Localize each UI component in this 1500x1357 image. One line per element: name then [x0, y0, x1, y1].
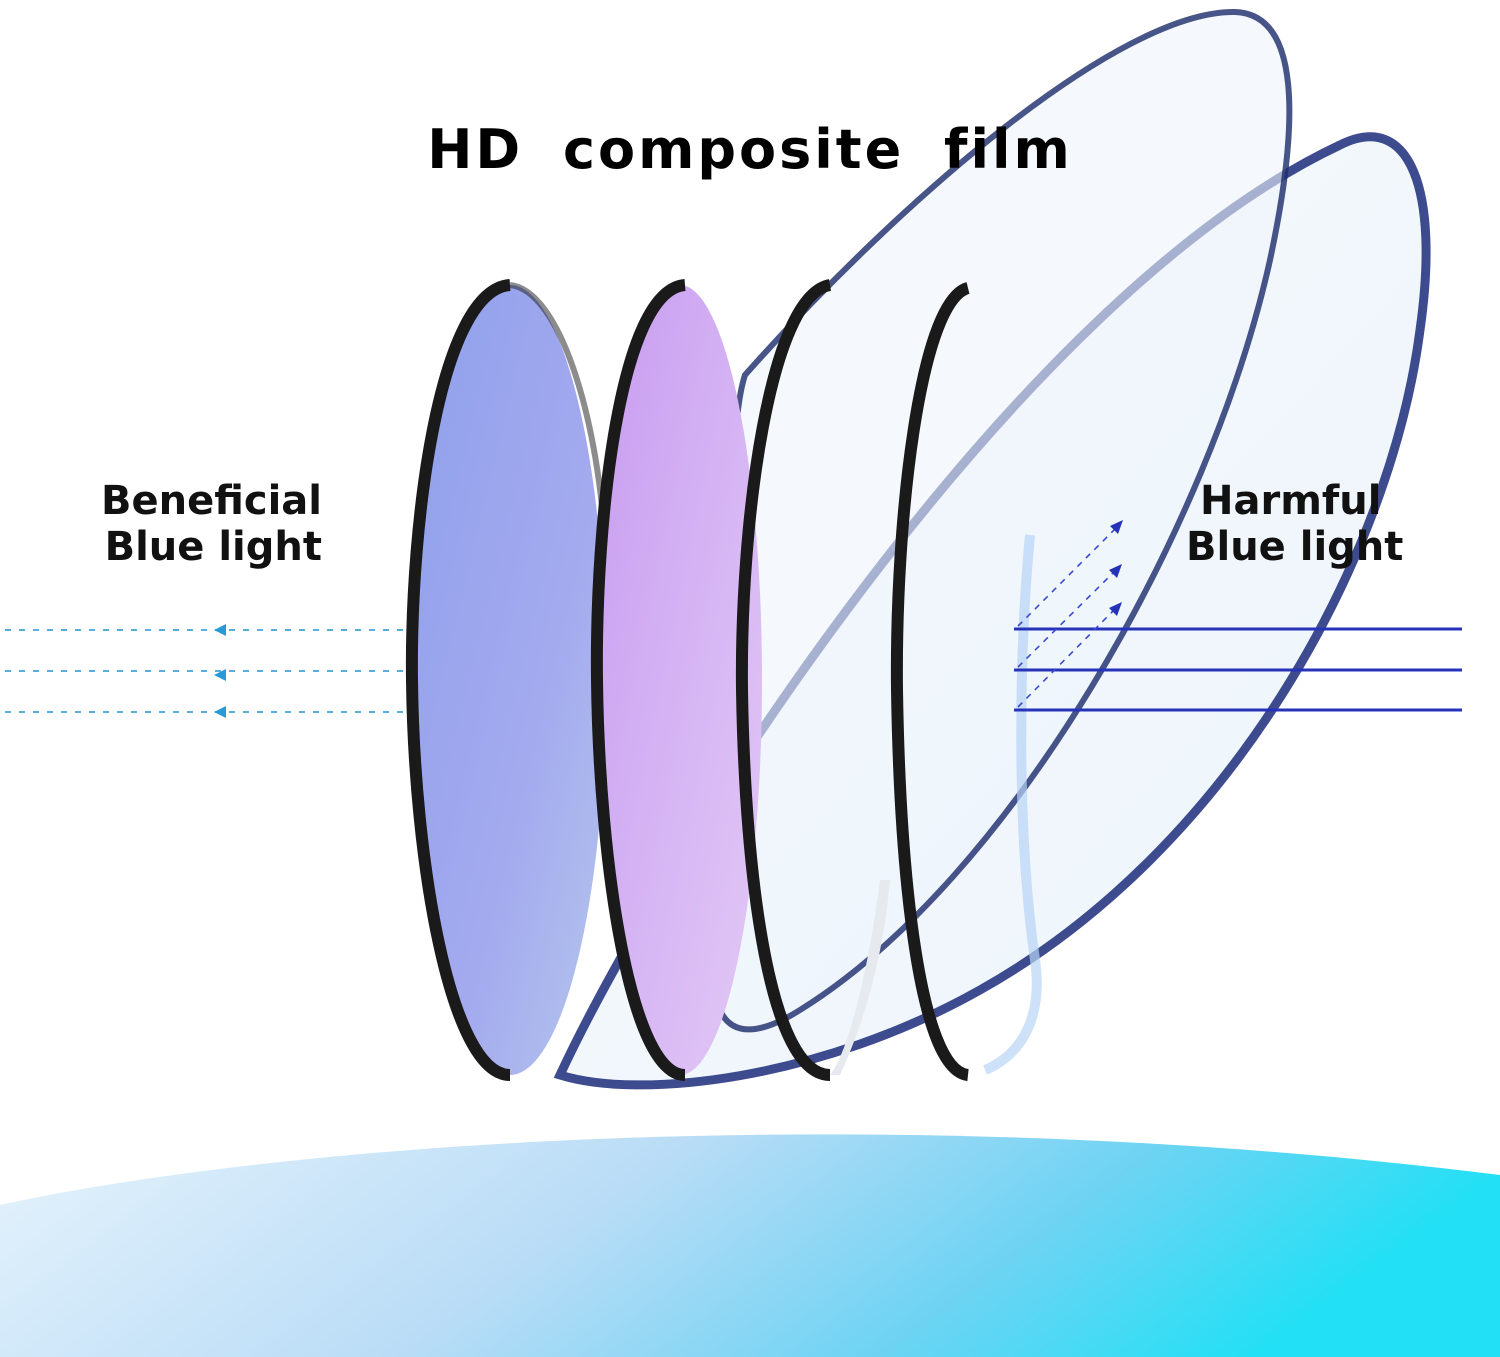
clear-lens-2: [890, 282, 971, 1081]
reflect-arrow-icon: [1110, 520, 1123, 534]
beneficial-rays: [5, 624, 410, 718]
ray-arrow-icon: [214, 706, 226, 718]
harmful-label-line2: Blue light: [1186, 524, 1404, 570]
reflect-arrow-icon: [1109, 564, 1122, 578]
beneficial-label-line1: Beneficial: [101, 478, 322, 524]
purple-filter-lens: [590, 279, 762, 1081]
thin-front-film: [982, 534, 1042, 1075]
blue-filter-lens: [405, 279, 609, 1081]
harmful-rays: [1014, 520, 1462, 712]
clear-lens-1: [735, 279, 890, 1081]
beneficial-label-line2: Blue light: [104, 524, 322, 570]
ray-arrow-icon: [214, 669, 226, 681]
reflect-arrow-icon: [1109, 602, 1122, 616]
harmful-label-line1: Harmful: [1200, 478, 1382, 524]
harmful-label: Harmful Blue light: [1186, 478, 1416, 570]
ray-arrow-icon: [214, 624, 226, 636]
beneficial-label: Beneficial Blue light: [100, 478, 322, 570]
page-title: HD composite film: [427, 118, 1073, 181]
base-dome: [0, 1134, 1500, 1357]
